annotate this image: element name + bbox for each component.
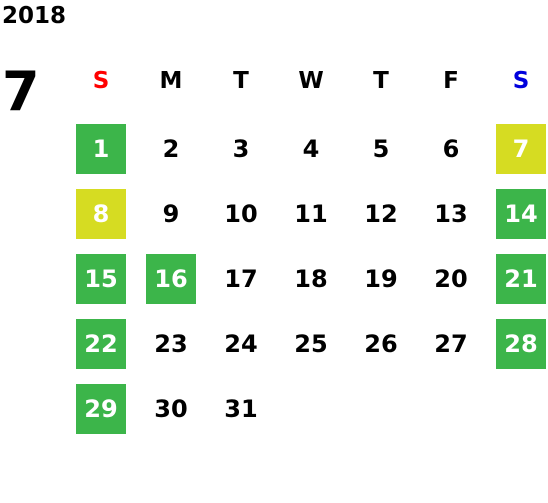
day-cell-23[interactable]: 23 xyxy=(154,330,188,358)
day-cell-20[interactable]: 20 xyxy=(434,265,468,293)
day-cell-14[interactable]: 14 xyxy=(496,189,546,239)
day-cell-24[interactable]: 24 xyxy=(224,330,258,358)
day-cell-12[interactable]: 12 xyxy=(364,200,398,228)
weekday-label: T xyxy=(373,68,389,94)
weekday-label: F xyxy=(443,68,459,94)
day-cell-25[interactable]: 25 xyxy=(294,330,328,358)
day-cell-7[interactable]: 7 xyxy=(496,124,546,174)
day-cell-15[interactable]: 15 xyxy=(76,254,126,304)
day-cell-21[interactable]: 21 xyxy=(496,254,546,304)
day-cell-17[interactable]: 17 xyxy=(224,265,258,293)
day-cell-8[interactable]: 8 xyxy=(76,189,126,239)
day-cell-22[interactable]: 22 xyxy=(76,319,126,369)
day-cell-10[interactable]: 10 xyxy=(224,200,258,228)
weekday-label: T xyxy=(233,68,249,94)
year-label: 2018 xyxy=(2,3,67,29)
day-cell-16[interactable]: 16 xyxy=(146,254,196,304)
day-cell-13[interactable]: 13 xyxy=(434,200,468,228)
weekday-label: W xyxy=(298,68,324,94)
day-cell-19[interactable]: 19 xyxy=(364,265,398,293)
day-cell-3[interactable]: 3 xyxy=(232,135,250,163)
day-cell-26[interactable]: 26 xyxy=(364,330,398,358)
day-cell-18[interactable]: 18 xyxy=(294,265,328,293)
month-label: 7 xyxy=(2,60,40,123)
weekday-label: M xyxy=(159,68,183,94)
day-cell-1[interactable]: 1 xyxy=(76,124,126,174)
weekday-label: S xyxy=(512,68,530,94)
day-cell-29[interactable]: 29 xyxy=(76,384,126,434)
day-cell-4[interactable]: 4 xyxy=(302,135,320,163)
day-cell-11[interactable]: 11 xyxy=(294,200,328,228)
day-cell-5[interactable]: 5 xyxy=(372,135,390,163)
weekday-label: S xyxy=(92,68,110,94)
day-cell-31[interactable]: 31 xyxy=(224,395,258,423)
day-cell-27[interactable]: 27 xyxy=(434,330,468,358)
day-cell-30[interactable]: 30 xyxy=(154,395,188,423)
day-cell-6[interactable]: 6 xyxy=(442,135,460,163)
day-cell-28[interactable]: 28 xyxy=(496,319,546,369)
day-cell-2[interactable]: 2 xyxy=(162,135,180,163)
day-cell-9[interactable]: 9 xyxy=(162,200,180,228)
